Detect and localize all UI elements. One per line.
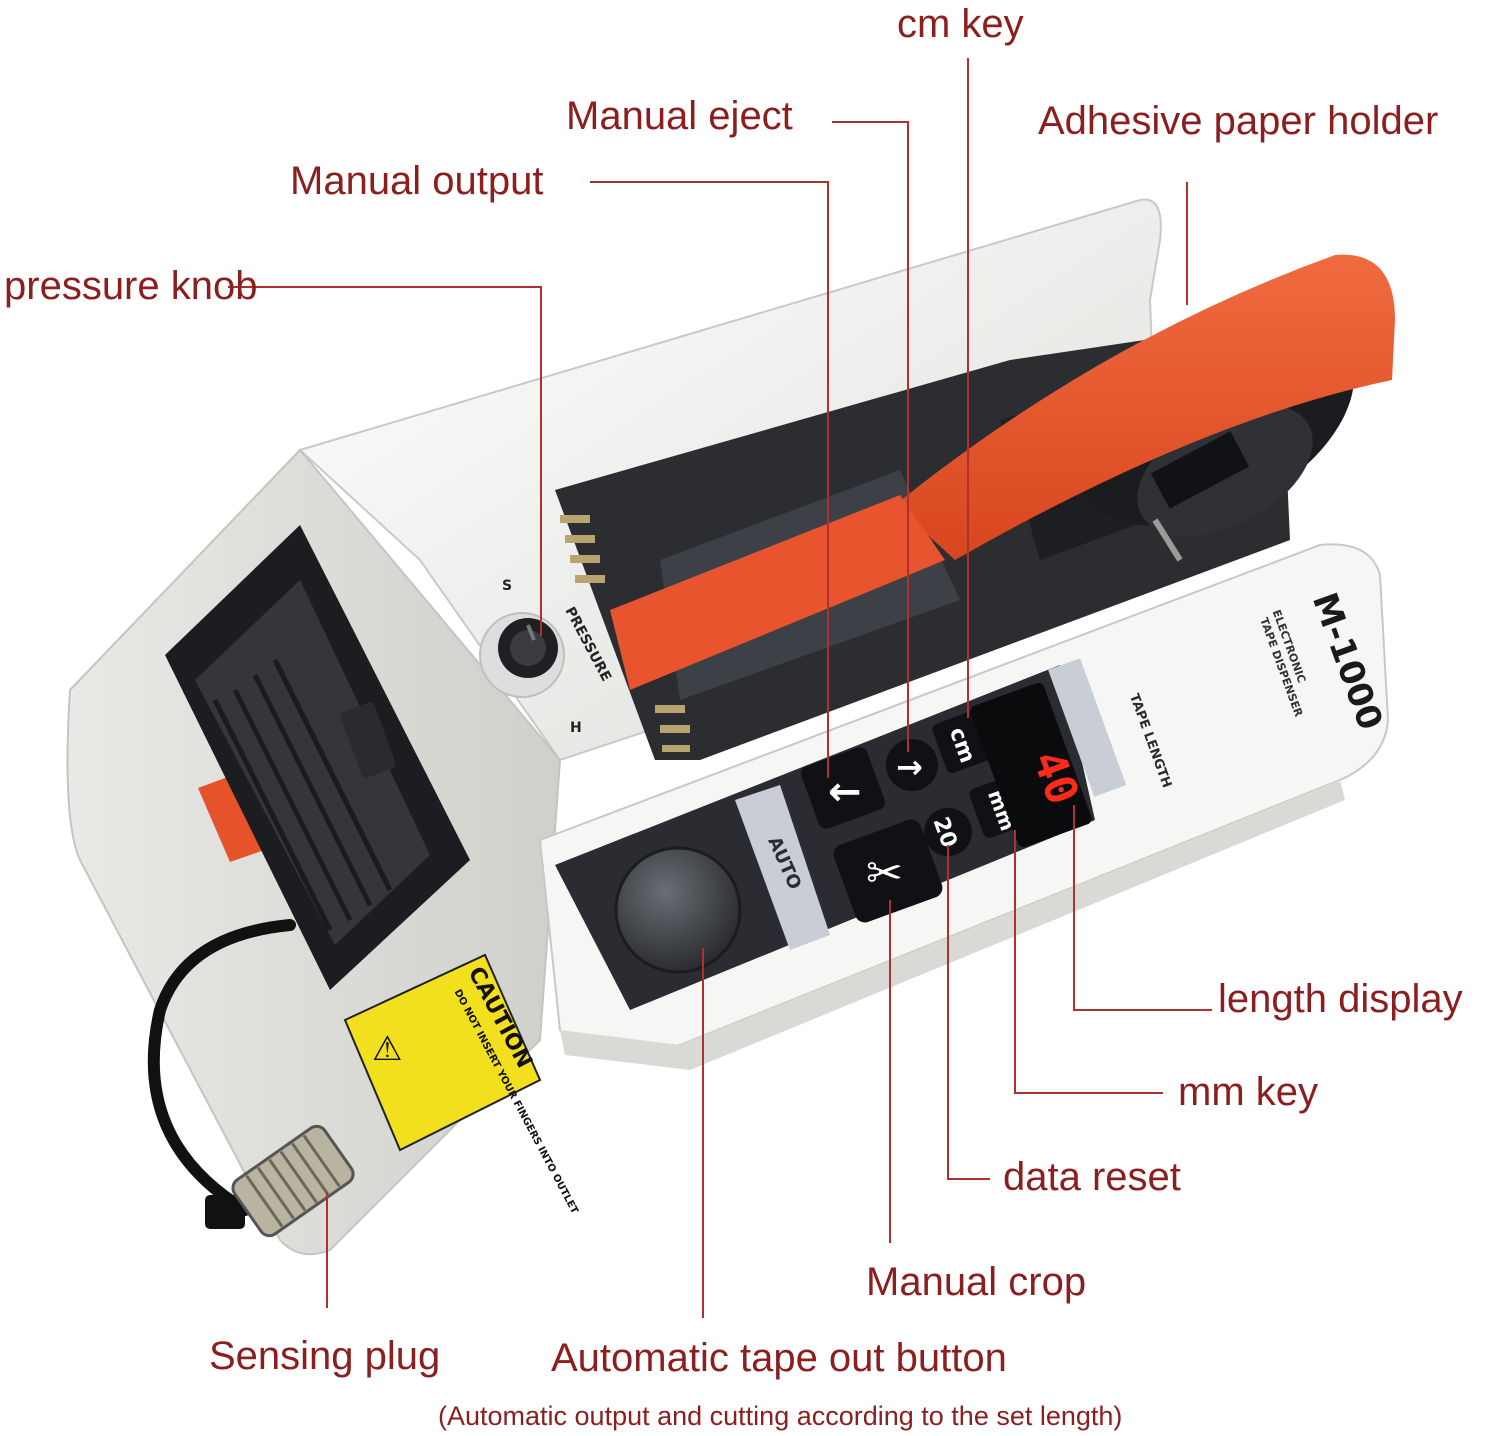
label-data-reset: data reset (1003, 1155, 1181, 1199)
leader-manual-eject (832, 121, 909, 752)
warning-icon: ⚠ (372, 1030, 402, 1068)
label-manual-eject: Manual eject (566, 94, 793, 138)
label-length-display: length display (1218, 977, 1463, 1021)
label-sensing-plug: Sensing plug (209, 1334, 441, 1378)
scissors-icon: ✂ (866, 848, 903, 899)
manual-output-key: ← (801, 747, 885, 829)
leader-length-display (1073, 805, 1212, 1011)
tape-outlet-cutter (165, 525, 470, 990)
data-reset-key: 20 (924, 808, 972, 856)
label-manual-crop: Manual crop (866, 1260, 1087, 1304)
leader-data-reset (947, 845, 990, 1180)
label-mm-key: mm key (1178, 1070, 1318, 1114)
label-pressure-knob: pressure knob (4, 264, 258, 308)
leader-pressure-knob (228, 286, 542, 636)
label-manual-output: Manual output (290, 159, 544, 203)
knob-high-mark: H (570, 720, 582, 736)
label-automatic-tape-out-button: Automatic tape out button (551, 1336, 1007, 1380)
label-cm-key: cm key (897, 2, 1024, 46)
arrow-left-icon: ← (828, 769, 862, 815)
arrow-right-icon: → (896, 748, 923, 786)
sensing-plug (147, 919, 355, 1238)
manual-eject-key: → (886, 739, 938, 791)
label-adhesive-paper-holder: Adhesive paper holder (1038, 99, 1439, 143)
knob-low-mark: S (502, 578, 512, 594)
label-footnote: (Automatic output and cutting according … (438, 1401, 1123, 1431)
leader-manual-output (590, 181, 829, 778)
automatic-tape-out-button (614, 846, 742, 974)
manual-crop-key: ✂ (833, 819, 943, 923)
leader-mm-key (1014, 830, 1163, 1094)
leader-lines (228, 58, 1212, 1318)
